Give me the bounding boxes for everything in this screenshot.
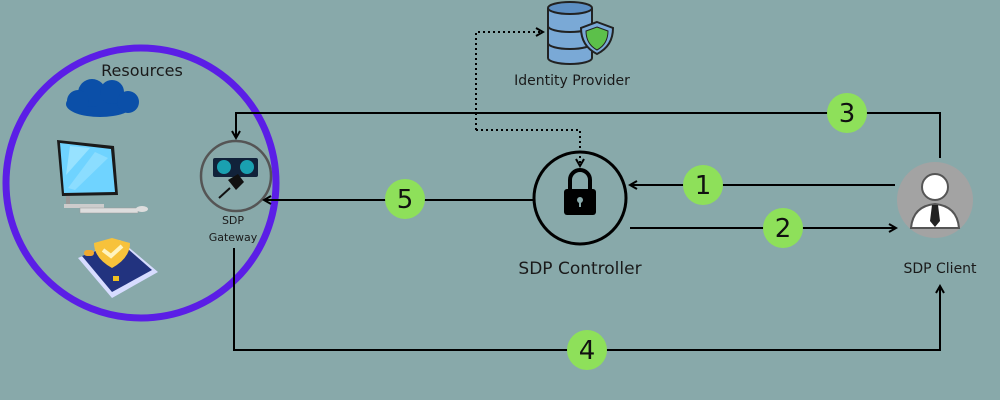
identity-link-dotted-controller: [476, 129, 580, 166]
secure-phone-icon: [78, 238, 158, 298]
user-avatar-icon: [897, 162, 973, 238]
step-number: 1: [695, 171, 712, 201]
step-number: 4: [579, 336, 596, 366]
step-badge-2: 2: [763, 208, 803, 248]
step-badge-1: 1: [683, 165, 723, 205]
step-number: 2: [775, 214, 792, 244]
gateway-node: [199, 139, 273, 213]
desktop-computer-icon: [57, 140, 148, 214]
step-badge-3: 3: [827, 93, 867, 133]
gateway-label-line2: Gateway: [209, 231, 258, 244]
step-badge-4: 4: [567, 330, 607, 370]
controller-label: SDP Controller: [518, 259, 641, 279]
identity-provider-label: Identity Provider: [514, 73, 630, 89]
step-number: 5: [397, 185, 414, 215]
database-shield-icon: [547, 1, 615, 65]
power-outlet-plug-icon: [213, 158, 258, 199]
step-number: 3: [839, 99, 856, 129]
lock-icon: [564, 168, 596, 215]
resources-boundary: [2, 44, 280, 322]
cloud-icon: [66, 79, 139, 117]
client-label: SDP Client: [903, 261, 977, 277]
gateway-label-line1: SDP: [222, 214, 244, 227]
step-3-connector: [236, 112, 941, 158]
resources-title: Resources: [101, 61, 183, 80]
step-badge-5: 5: [385, 179, 425, 219]
